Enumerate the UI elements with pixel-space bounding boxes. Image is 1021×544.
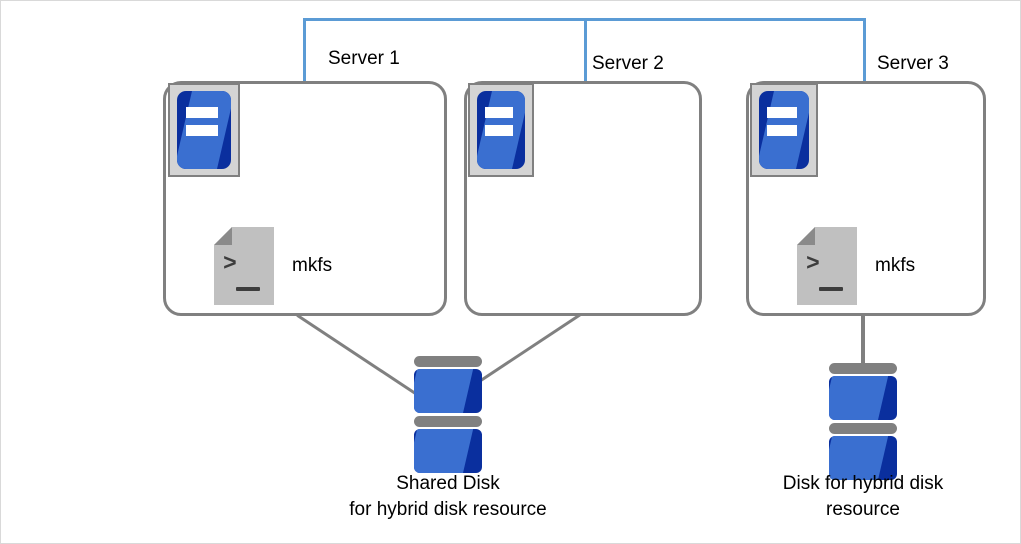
server-icon-body-2 [477,91,525,169]
server-icon-bar-top-2 [484,106,514,119]
mkfs-prompt-glyph-1: > [223,251,237,277]
server-icon-bar-top-3 [767,106,797,119]
server-box-2[interactable] [464,81,702,316]
mkfs-terminal-icon-1: > [214,227,274,305]
network-bus-drop-server1 [303,18,306,81]
server-icon-bar-bottom-2 [484,124,514,137]
shared-disk-pill-mid [414,416,482,427]
mkfs-label-3: mkfs [875,255,916,276]
connector-server1-to-shared-disk [296,314,425,401]
server-icon-1 [168,83,240,177]
mkfs-terminal-icon-3: > [797,227,857,305]
server-icon-2 [468,83,534,177]
mkfs-group-server1: > mkfs [214,227,332,305]
shared-disk-plate-top [414,369,482,413]
server-icon-bar-top-1 [185,106,219,119]
server-label-3: Server 3 [877,53,949,74]
server3-disk-caption-line1: Disk for hybrid disk [782,473,944,494]
server3-disk-caption: Disk for hybrid disk resource [738,471,988,523]
server-label-2: Server 2 [592,53,664,74]
mkfs-cursor-glyph-1 [236,287,260,291]
server3-disk-icon[interactable] [829,363,897,483]
server-icon-bar-bottom-1 [185,124,219,137]
network-bus-drop-server2 [584,18,587,81]
server-label-1: Server 1 [328,48,400,69]
server3-disk-pill-mid [829,423,897,434]
server3-disk-pill-top [829,363,897,374]
shared-disk-pill-top [414,356,482,367]
connector-server3-to-disk [861,314,865,366]
server-icon-3 [750,83,818,177]
server3-disk-plate-bottom [829,436,897,480]
mkfs-prompt-glyph-3: > [806,251,820,277]
shared-disk-caption-line2: for hybrid disk resource [349,499,547,520]
server3-disk-caption-line2: resource [826,499,900,520]
mkfs-cursor-glyph-3 [819,287,843,291]
shared-disk-caption-line1: Shared Disk [396,473,500,494]
network-bus-drop-server3 [863,18,866,81]
shared-disk-icon[interactable] [414,356,482,476]
server3-disk-plate-top [829,376,897,420]
server-icon-body-3 [759,91,809,169]
mkfs-group-server3: > mkfs [797,227,915,305]
shared-disk-plate-bottom [414,429,482,473]
server-icon-bar-bottom-3 [767,124,797,137]
mkfs-label-1: mkfs [292,255,333,276]
shared-disk-caption: Shared Disk for hybrid disk resource [318,471,578,523]
server-icon-body-1 [177,91,231,169]
